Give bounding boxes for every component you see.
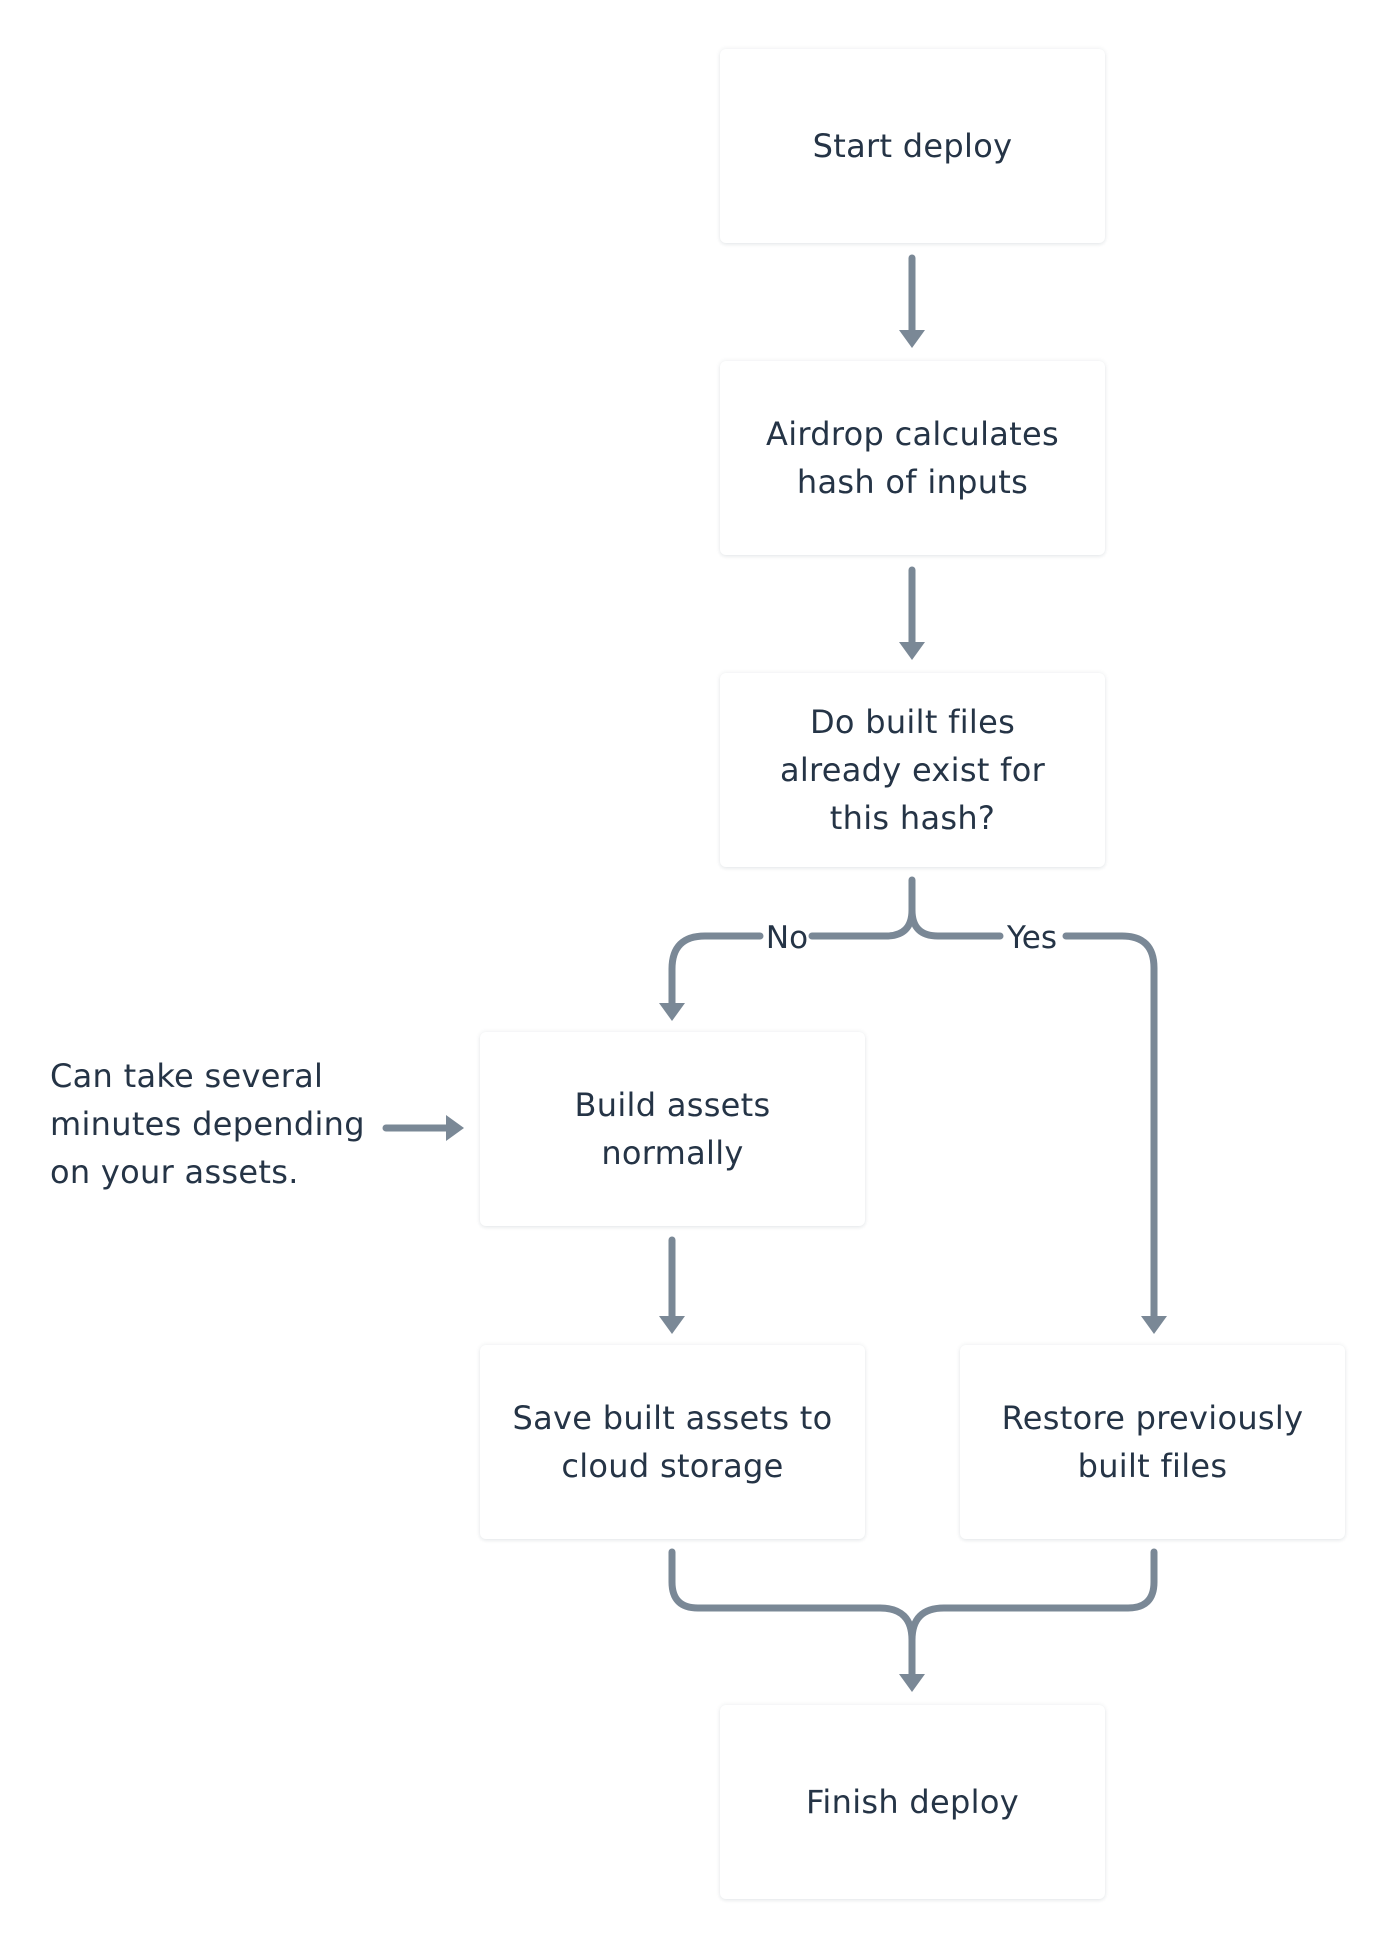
node-restore: Restore previously built files — [960, 1345, 1345, 1539]
node-start: Start deploy — [720, 49, 1105, 243]
branch-split-curve — [808, 876, 916, 940]
side-note: Can take several minutes depending on yo… — [50, 1057, 365, 1191]
edge-label-no: No — [766, 920, 808, 956]
node-finish: Finish deploy — [720, 1705, 1105, 1899]
node-start-label: Start deploy — [812, 127, 1013, 165]
arrowhead-save — [659, 1316, 685, 1334]
arrowhead-note — [446, 1115, 464, 1141]
arrowhead-finish — [899, 1674, 925, 1692]
arrowhead-restore — [1141, 1316, 1167, 1334]
node-hash-label: Airdrop calculates hash of inputs — [766, 415, 1059, 501]
node-decision: Do built files already exist for this ha… — [720, 673, 1105, 867]
node-save: Save built assets to cloud storage — [480, 1345, 865, 1539]
node-decision-label: Do built files already exist for this ha… — [779, 703, 1046, 837]
arrow-decision-yes-to-restore — [1062, 932, 1158, 1322]
edge-label-yes: Yes — [1006, 920, 1057, 956]
node-build: Build assets normally — [480, 1032, 865, 1226]
node-save-label: Save built assets to cloud storage — [512, 1399, 833, 1485]
arrowhead-decision — [899, 642, 925, 660]
merge-curve — [668, 1548, 916, 1680]
merge-curve-right — [908, 1548, 1158, 1644]
branch-split-curve-right — [908, 906, 1004, 940]
arrowhead-build — [659, 1003, 685, 1021]
node-finish-label: Finish deploy — [806, 1783, 1019, 1821]
arrow-decision-no-to-build — [668, 932, 764, 1009]
node-restore-label: Restore previously built files — [1001, 1399, 1304, 1485]
node-build-label: Build assets normally — [574, 1086, 771, 1172]
arrowhead-hash — [899, 330, 925, 348]
node-hash: Airdrop calculates hash of inputs — [720, 361, 1105, 555]
